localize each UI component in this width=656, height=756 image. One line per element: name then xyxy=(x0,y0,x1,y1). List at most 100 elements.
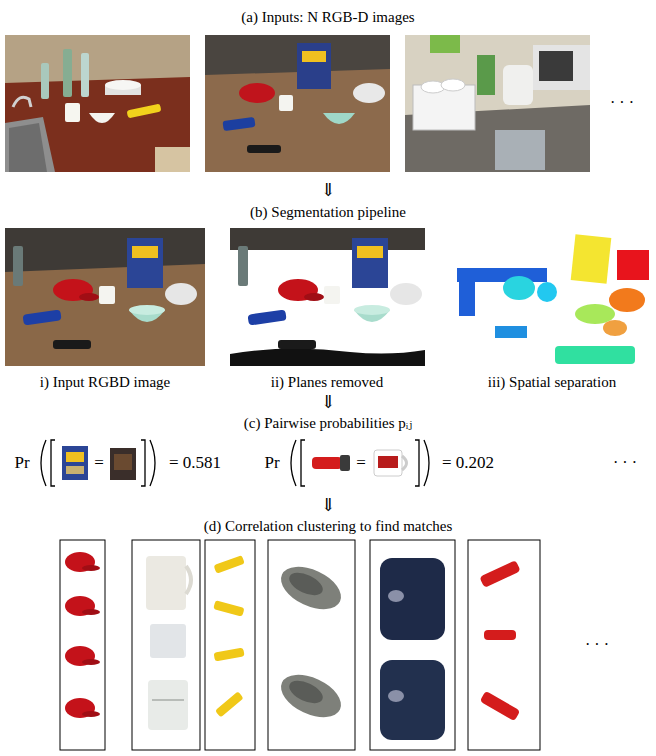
bracket xyxy=(415,440,419,486)
red-flashlight xyxy=(484,630,516,640)
slipper-inside xyxy=(286,568,326,600)
cereal-picture xyxy=(114,454,132,470)
white-mug xyxy=(146,556,186,610)
cereal-logo xyxy=(66,452,84,462)
bottle xyxy=(81,53,89,97)
desk-objects xyxy=(238,238,422,349)
segment xyxy=(537,282,557,302)
down-arrow: ⇓ xyxy=(320,392,335,413)
rice-cooker xyxy=(503,65,533,105)
probability-symbol: Pr xyxy=(14,453,29,473)
red-cap xyxy=(239,83,275,103)
bowl xyxy=(323,113,355,124)
bracket xyxy=(301,440,305,486)
equals-sign: = xyxy=(356,453,366,473)
desk-objects xyxy=(13,238,197,349)
red-flashlight xyxy=(479,560,520,588)
down-arrow: ⇓ xyxy=(320,495,335,516)
highlight xyxy=(388,690,404,702)
counter xyxy=(5,77,190,172)
cluster-box xyxy=(268,540,355,750)
yellow-flashlight xyxy=(214,647,245,661)
segment xyxy=(571,234,612,284)
segment xyxy=(617,250,649,280)
segment xyxy=(459,278,475,316)
sink-basin xyxy=(9,123,47,172)
panel-caption: iii) Spatial separation xyxy=(488,374,616,391)
mug-handle xyxy=(402,456,407,470)
section-heading: (a) Inputs: N RGB-D images xyxy=(241,9,414,26)
cap-brim xyxy=(82,609,100,615)
photo-wall xyxy=(5,228,205,366)
highlight xyxy=(388,590,404,602)
mug xyxy=(279,95,293,111)
input-photo xyxy=(205,35,390,172)
parenthesis xyxy=(41,440,46,486)
panel-caption: i) Input RGBD image xyxy=(40,374,170,391)
dish xyxy=(441,79,465,91)
bowl xyxy=(89,113,115,123)
dish-rack xyxy=(413,85,475,130)
section-heading: (b) Segmentation pipeline xyxy=(250,204,406,221)
planes-removed-photo xyxy=(230,228,425,366)
mug-handle xyxy=(186,566,191,594)
segment xyxy=(609,288,645,312)
cap-brim xyxy=(82,565,100,571)
stapler xyxy=(247,145,281,153)
probability-symbol: Pr xyxy=(264,453,279,473)
bracket xyxy=(51,440,55,486)
grey-slipper xyxy=(274,666,347,726)
microwave-window xyxy=(539,51,573,81)
sink xyxy=(5,117,55,172)
probability-value: = 0.202 xyxy=(442,453,494,473)
down-arrow: ⇓ xyxy=(320,180,335,201)
bracket xyxy=(141,440,145,486)
segment xyxy=(555,346,635,364)
mug xyxy=(65,103,80,122)
bottle xyxy=(63,49,72,97)
segments-image xyxy=(455,228,650,366)
cluster-box xyxy=(370,540,455,750)
plate-top xyxy=(105,80,141,90)
equals-sign: = xyxy=(94,453,104,473)
yellow-flashlight xyxy=(213,600,244,616)
cluster-box xyxy=(132,540,200,750)
panel-caption: ii) Planes removed xyxy=(271,374,383,391)
probability-value: = 0.581 xyxy=(169,453,221,473)
cap-brim xyxy=(82,711,100,717)
dark-box xyxy=(380,558,445,640)
cereal-box-side xyxy=(110,448,136,480)
cereal-box xyxy=(297,43,331,89)
microwave xyxy=(533,45,590,90)
parenthesis xyxy=(291,440,296,486)
missing-depth xyxy=(230,348,425,366)
green-box xyxy=(477,55,495,95)
segment xyxy=(603,320,627,336)
photo-wall xyxy=(205,35,390,172)
bottle xyxy=(41,63,49,99)
white-mug xyxy=(148,680,188,730)
section-heading: (c) Pairwise probabilities pᵢⱼ xyxy=(244,415,412,432)
parenthesis xyxy=(424,440,429,486)
cereal-box xyxy=(62,446,88,480)
white-mug xyxy=(150,624,186,658)
white-cap xyxy=(353,83,385,103)
cluster-box xyxy=(205,540,255,750)
red-flashlight xyxy=(312,457,342,469)
input-photo xyxy=(405,35,590,172)
flashlight-head xyxy=(340,455,350,471)
removed-plane xyxy=(230,228,425,366)
box xyxy=(430,35,460,53)
cluster-box xyxy=(468,540,540,750)
mug xyxy=(374,450,402,476)
slipper-inside xyxy=(286,676,326,708)
ellipsis: · · · xyxy=(613,454,637,472)
segment xyxy=(503,276,535,300)
segment xyxy=(495,326,527,338)
input-rgbd-photo xyxy=(5,228,205,366)
dark-box xyxy=(380,660,445,740)
yellow-flashlight xyxy=(215,691,244,717)
segments-background xyxy=(455,228,650,366)
cluster-box xyxy=(60,540,105,750)
